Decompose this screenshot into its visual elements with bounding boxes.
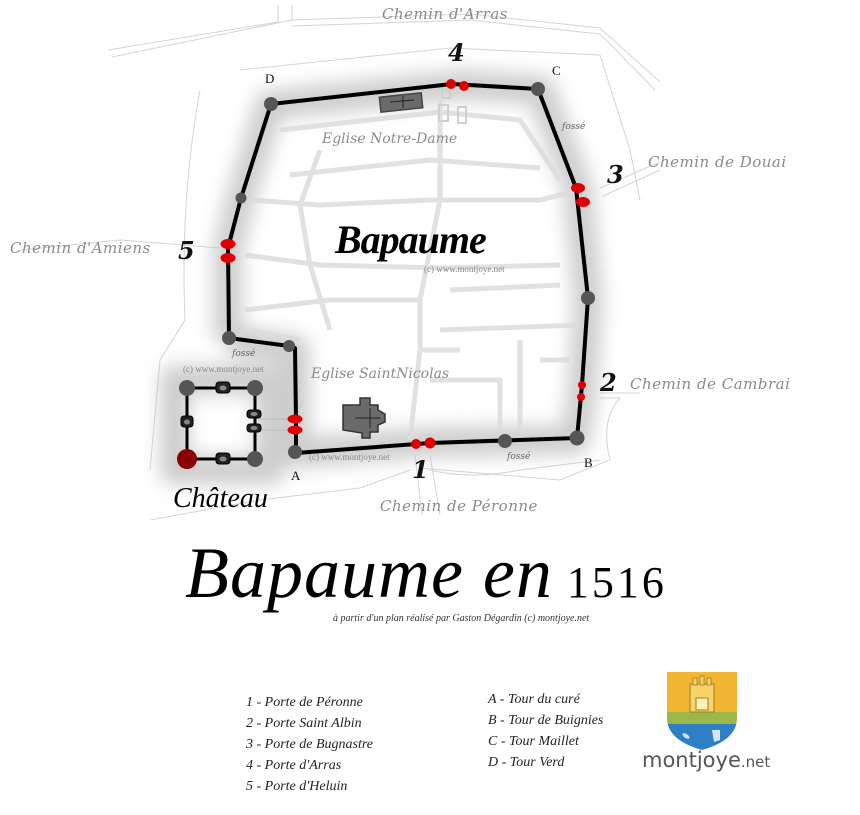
road-label-cambrai: Chemin de Cambrai: [630, 375, 791, 393]
road-label-peronne: Chemin de Péronne: [380, 497, 538, 515]
road-label-amiens: Chemin d'Amiens: [10, 239, 151, 257]
road-label-arras: Chemin d'Arras: [382, 5, 509, 23]
legend-item: B - Tour de Buignies: [488, 713, 604, 728]
town-map: [19, 5, 661, 520]
legend-item: 2 - Porte Saint Albin: [246, 716, 362, 731]
moat-label: fossé: [562, 122, 586, 132]
legend-item: 4 - Porte d'Arras: [246, 758, 342, 773]
outer-roads: [19, 5, 661, 520]
chateau-walls: [185, 386, 257, 461]
logo-name: montjoye: [642, 748, 741, 772]
page-subtitle: à partir d'un plan réalisé par Gaston Dé…: [333, 613, 590, 624]
notre-dame-church: [378, 92, 424, 113]
tower-letter-c: C: [552, 63, 561, 78]
gate-5: [220, 239, 236, 263]
towers: [179, 82, 595, 467]
gate-4: [446, 79, 469, 91]
town-name: Bapaume: [335, 217, 487, 262]
streets: [244, 100, 581, 441]
gate-1: [411, 437, 436, 449]
church-label-notre-dame: Eglise Notre-Dame: [322, 131, 458, 147]
chateau-bridge: [258, 418, 293, 431]
legend-item: C - Tour Maillet: [488, 734, 579, 749]
gate-number-3: 3: [607, 160, 624, 189]
tower-A: [288, 445, 302, 459]
buildings-gate-4: [438, 89, 467, 124]
logo-wordmark[interactable]: montjoye.net: [642, 748, 770, 772]
legend-gates: 1 - Porte de Péronne 2 - Porte Saint Alb…: [246, 692, 373, 797]
map-copyright: (c) www.montjoye.net: [424, 264, 505, 274]
gate-number-5: 5: [178, 236, 195, 265]
legend-item: 5 - Porte d'Heluin: [246, 779, 348, 794]
map-copyright: (c) www.montjoye.net: [183, 364, 264, 374]
tower-B: [569, 430, 585, 446]
chateau-name: Château: [173, 483, 268, 514]
title-main: Bapaume en: [185, 533, 553, 613]
town-walls: [226, 82, 590, 455]
legend-item: 3 - Porte de Bugnastre: [246, 737, 374, 752]
gate-3: [571, 183, 590, 207]
tower-D: [264, 97, 278, 111]
legend-towers: A - Tour du curé B - Tour de Buignies C …: [488, 689, 603, 773]
saint-nicolas-church: [342, 397, 386, 439]
gates: [220, 79, 590, 449]
gate-2: [577, 381, 586, 401]
legend-item: 1 - Porte de Péronne: [246, 695, 363, 710]
page-title: Bapaume en 1516: [185, 532, 667, 615]
legend-item: D - Tour Verd: [488, 755, 565, 770]
montjoye-logo[interactable]: [640, 670, 770, 775]
tower-letter-d: D: [265, 71, 275, 86]
moat-label: fossé: [507, 452, 531, 462]
tower-letter-a: A: [291, 468, 301, 483]
road-label-douai: Chemin de Douai: [648, 153, 787, 171]
map-copyright: (c) www.montjoye.net: [309, 452, 390, 462]
coat-of-arms-icon: [667, 672, 737, 750]
gate-number-1: 1: [412, 455, 429, 484]
tower-letter-b: B: [584, 455, 593, 470]
church-label-saint-nicolas: Eglise SaintNicolas: [311, 366, 450, 382]
chateau-main-tower: [177, 449, 197, 469]
legend-item: A - Tour du curé: [488, 692, 580, 707]
moat-label: fossé: [232, 349, 256, 359]
logo-tld: .net: [740, 753, 771, 771]
chateau-gate: [287, 414, 303, 435]
title-year: 1516: [566, 558, 667, 607]
gate-number-2: 2: [600, 368, 617, 397]
tower-C: [531, 82, 545, 96]
gate-number-4: 4: [448, 38, 465, 67]
